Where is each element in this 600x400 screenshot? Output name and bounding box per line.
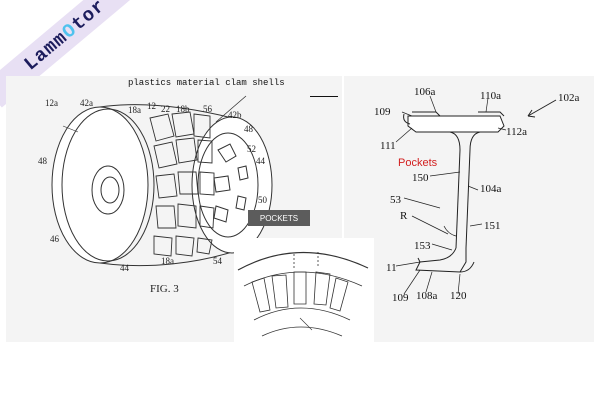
label-R: R bbox=[400, 210, 408, 222]
label-56: 56 bbox=[203, 104, 212, 114]
caption-underline bbox=[310, 96, 338, 97]
label-18b: 18b bbox=[176, 104, 190, 114]
label-52: 52 bbox=[247, 144, 256, 154]
label-50: 50 bbox=[258, 195, 267, 205]
stator-section-detail bbox=[234, 238, 374, 342]
figure-caption: FIG. 3 bbox=[150, 283, 179, 295]
label-42a: 42a bbox=[80, 98, 93, 108]
label-120: 120 bbox=[450, 290, 467, 302]
label-48-right: 48 bbox=[244, 124, 253, 134]
label-44-right: 44 bbox=[256, 156, 265, 166]
label-151: 151 bbox=[484, 220, 501, 232]
pockets-annotation: Pockets bbox=[398, 157, 438, 169]
pockets-tag: POCKETS bbox=[248, 210, 310, 226]
label-12: 12 bbox=[147, 101, 156, 111]
label-106a: 106a bbox=[414, 86, 436, 98]
label-53: 53 bbox=[390, 194, 401, 206]
label-44-bottom: 44 bbox=[120, 263, 129, 273]
label-102a: 102a bbox=[558, 92, 580, 104]
label-42b: 42b bbox=[228, 110, 242, 120]
label-22: 22 bbox=[161, 104, 170, 114]
label-110a: 110a bbox=[480, 90, 501, 102]
label-46: 46 bbox=[50, 234, 59, 244]
label-18a-bottom: 18a bbox=[161, 256, 174, 266]
label-153: 153 bbox=[414, 240, 431, 252]
label-18a-top: 18a bbox=[128, 105, 141, 115]
label-48-left: 48 bbox=[38, 156, 47, 166]
label-108a: 108a bbox=[416, 290, 438, 302]
label-12a: 12a bbox=[45, 98, 58, 108]
label-109-bottom: 109 bbox=[392, 292, 409, 304]
profile-cross-section bbox=[395, 95, 557, 295]
label-150: 150 bbox=[412, 172, 429, 184]
clam-shells-caption: plastics material clam shells bbox=[128, 78, 285, 88]
label-104a: 104a bbox=[480, 183, 502, 195]
label-109-top: 109 bbox=[374, 106, 391, 118]
label-11: 11 bbox=[386, 262, 397, 274]
label-54: 54 bbox=[213, 256, 222, 266]
label-111: 111 bbox=[380, 140, 396, 152]
label-112a: 112a bbox=[506, 126, 527, 138]
